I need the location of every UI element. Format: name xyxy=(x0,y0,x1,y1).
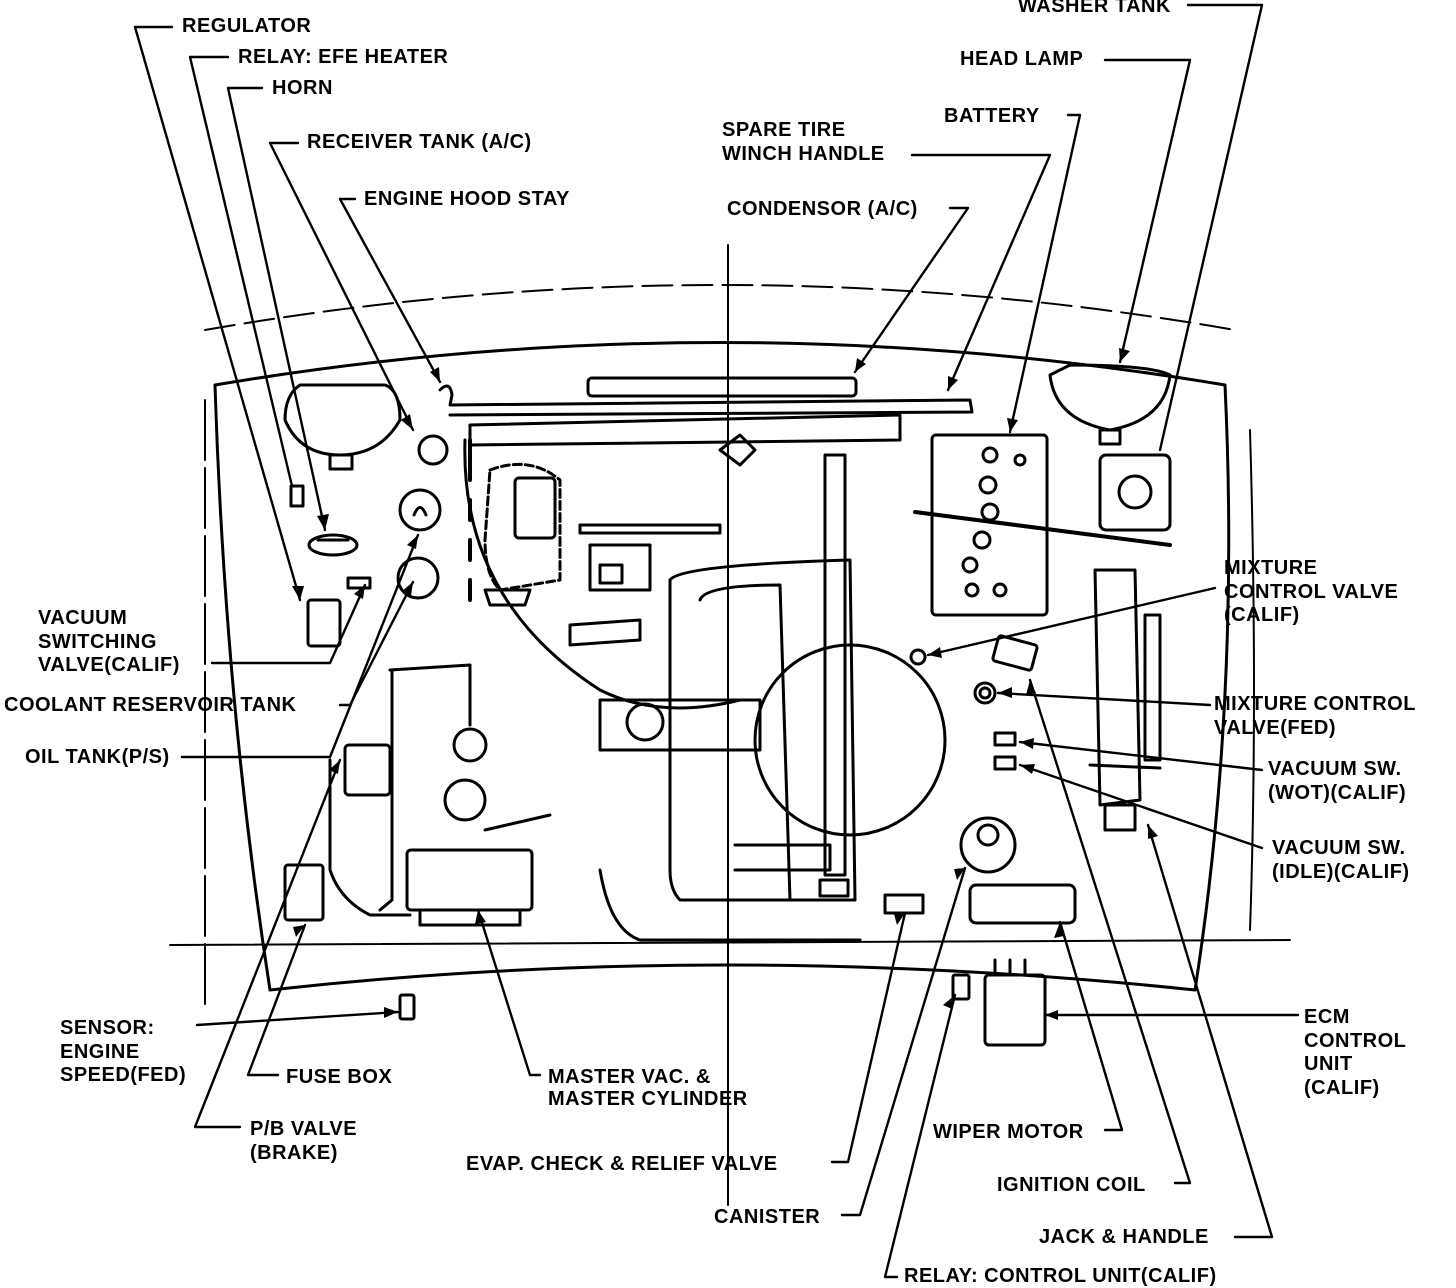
label-canister: CANISTER xyxy=(714,1206,821,1228)
label-vac-idle-2: (IDLE)(CALIF) xyxy=(1272,861,1410,883)
hood-stay-and-rails xyxy=(438,376,974,447)
label-ecm-4: (CALIF) xyxy=(1304,1077,1380,1099)
label-jack-handle: JACK & HANDLE xyxy=(1039,1226,1209,1248)
label-mcv-calif-2: CONTROL VALVE xyxy=(1224,581,1399,603)
label-master-vac-2: MASTER CYLINDER xyxy=(548,1088,748,1110)
label-condensor: CONDENSOR (A/C) xyxy=(727,198,918,220)
label-ecm-2: CONTROL xyxy=(1304,1030,1407,1052)
label-wiper-motor: WIPER MOTOR xyxy=(933,1121,1084,1143)
label-receiver-tank: RECEIVER TANK (A/C) xyxy=(307,131,532,153)
label-vsv-1: VACUUM xyxy=(38,607,128,629)
leader-lines xyxy=(133,3,1300,1279)
label-mcv-calif-3: (CALIF) xyxy=(1224,604,1300,626)
label-winch-handle: WINCH HANDLE xyxy=(722,143,885,165)
label-vac-wot-1: VACUUM SW. xyxy=(1268,758,1402,780)
label-mcv-fed-1: MIXTURE CONTROL xyxy=(1214,693,1416,715)
label-ecm-3: UNIT xyxy=(1304,1053,1353,1075)
label-vac-wot-2: (WOT)(CALIF) xyxy=(1268,782,1407,804)
engine-block xyxy=(463,433,862,942)
label-mcv-fed-2: VALVE(FED) xyxy=(1214,717,1337,739)
label-pb-valve-2: (BRAKE) xyxy=(250,1142,338,1164)
vehicle-body-outline xyxy=(169,244,1291,1206)
label-engine-hood-stay: ENGINE HOOD STAY xyxy=(364,188,570,210)
label-evap-valve: EVAP. CHECK & RELIEF VALVE xyxy=(466,1153,778,1175)
label-oil-tank: OIL TANK(P/S) xyxy=(25,746,170,768)
right-lower-components xyxy=(883,634,1077,1047)
label-relay-control-unit: RELAY: CONTROL UNIT(CALIF) xyxy=(904,1265,1217,1287)
label-mcv-calif-1: MIXTURE xyxy=(1224,557,1318,579)
label-battery: BATTERY xyxy=(944,105,1040,127)
label-coolant-reservoir: COOLANT RESERVOIR TANK xyxy=(4,694,297,716)
label-sensor-2: ENGINE xyxy=(60,1041,140,1063)
label-fuse-box: FUSE BOX xyxy=(286,1066,393,1088)
label-vsv-2: SWITCHING xyxy=(38,631,157,653)
label-sensor-3: SPEED(FED) xyxy=(60,1064,187,1086)
label-vsv-3: VALVE(CALIF) xyxy=(38,654,180,676)
label-sensor-1: SENSOR: xyxy=(60,1017,155,1039)
label-relay-efe-heater: RELAY: EFE HEATER xyxy=(238,46,449,68)
label-vac-idle-1: VACUUM SW. xyxy=(1272,837,1406,859)
fan-and-master-cylinder xyxy=(405,643,947,927)
label-ecm-1: ECM xyxy=(1304,1006,1350,1028)
right-components xyxy=(913,363,1172,832)
label-ignition-coil: IGNITION COIL xyxy=(997,1174,1146,1196)
label-spare-tire: SPARE TIRE xyxy=(722,119,846,141)
arrowheads xyxy=(292,348,1158,1020)
left-lower-components xyxy=(283,663,472,1021)
label-horn: HORN xyxy=(272,77,333,99)
label-pb-valve-1: P/B VALVE xyxy=(250,1118,358,1140)
label-washer-tank: WASHER TANK xyxy=(1018,0,1171,17)
label-regulator: REGULATOR xyxy=(182,15,312,37)
label-head-lamp: HEAD LAMP xyxy=(960,48,1084,70)
left-components xyxy=(283,383,449,648)
label-master-vac-1: MASTER VAC. & xyxy=(548,1066,711,1088)
